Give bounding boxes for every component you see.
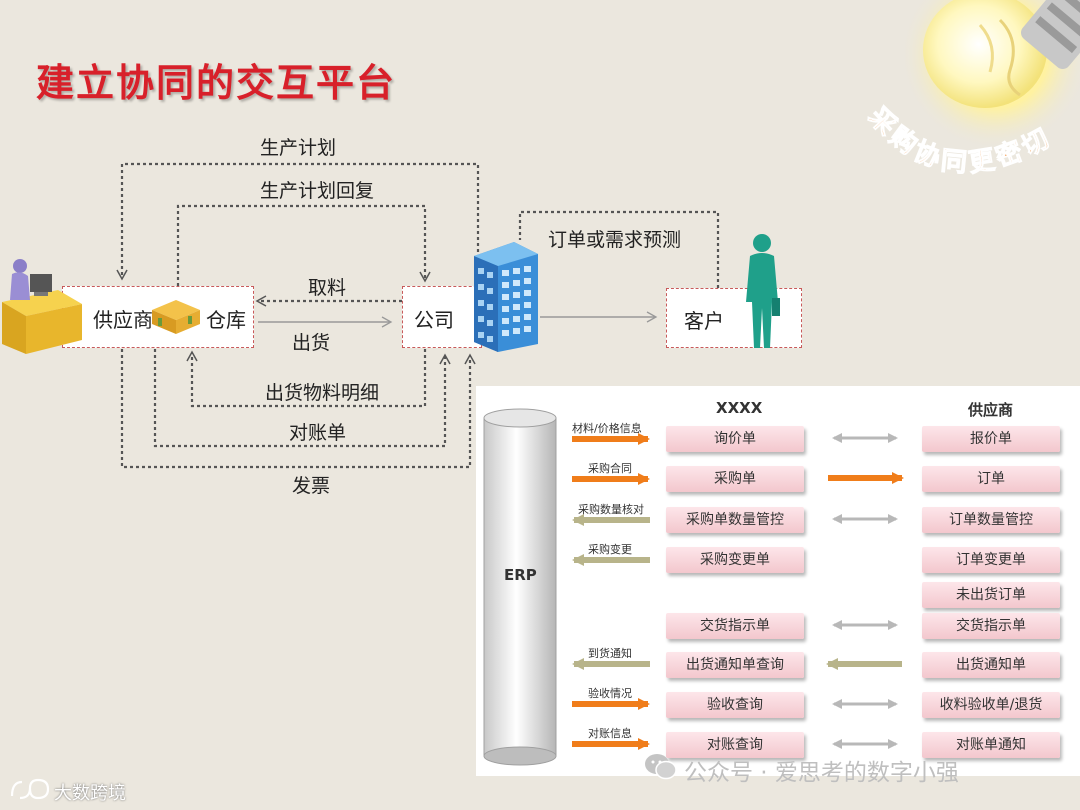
po-change-button[interactable]: 采购变更单	[666, 547, 804, 573]
inspection-query-button[interactable]: 验收查询	[666, 692, 804, 718]
supplier-desk-icon	[2, 259, 82, 354]
tag-inspection: 验收情况	[588, 687, 632, 700]
slogan-arc: 采购协同更密切	[862, 101, 1054, 179]
tag-purchase-contract: 采购合同	[588, 462, 632, 475]
receipt-return-button[interactable]: 收料验收单/退货	[922, 692, 1060, 718]
wechat-watermark: 公众号 · 爱思考的数字小强	[684, 760, 959, 786]
tag-purchase-change: 采购变更	[588, 543, 632, 556]
label-prod-plan: 生产计划	[260, 137, 337, 159]
supplier-label: 供应商	[93, 308, 153, 332]
building-icon	[474, 242, 538, 352]
erp-cylinder	[483, 408, 557, 766]
label-ship-detail: 出货物料明细	[265, 382, 380, 404]
supplier-delivery-instruction-button[interactable]: 交货指示单	[922, 613, 1060, 639]
statement-query-button[interactable]: 对账查询	[666, 732, 804, 758]
col-left-header: XXXX	[716, 399, 763, 417]
tag-statement-info: 对账信息	[588, 727, 632, 740]
label-prod-plan-reply: 生产计划回复	[260, 180, 375, 202]
order-button[interactable]: 订单	[922, 466, 1060, 492]
company-box: 公司	[402, 286, 482, 348]
po-qty-control-button[interactable]: 采购单数量管控	[666, 507, 804, 533]
tag-qty-check: 采购数量核对	[578, 503, 644, 516]
company-label: 公司	[414, 308, 454, 332]
warehouse-icon	[152, 300, 200, 334]
warehouse-label: 仓库	[206, 308, 246, 332]
shipment-notice-button[interactable]: 出货通知单	[922, 652, 1060, 678]
label-pickup: 取料	[308, 277, 347, 299]
unshipped-order-button[interactable]: 未出货订单	[922, 582, 1060, 608]
tag-arrival-notice: 到货通知	[588, 647, 632, 660]
panel-arrows	[572, 433, 904, 750]
customer-label: 客户	[684, 309, 724, 333]
shipment-notice-query-button[interactable]: 出货通知单查询	[666, 652, 804, 678]
page-title: 建立协同的交互平台	[36, 61, 397, 105]
col-right-header: 供应商	[968, 401, 1014, 419]
order-qty-control-button[interactable]: 订单数量管控	[922, 507, 1060, 533]
delivery-instruction-button[interactable]: 交货指示单	[666, 613, 804, 639]
customer-person-icon	[746, 234, 780, 348]
erp-label: ERP	[504, 566, 537, 584]
label-order-forecast: 订单或需求预测	[548, 229, 682, 251]
purchase-order-button[interactable]: 采购单	[666, 466, 804, 492]
inquiry-button[interactable]: 询价单	[666, 426, 804, 452]
label-invoice: 发票	[292, 475, 331, 497]
quotation-button[interactable]: 报价单	[922, 426, 1060, 452]
erp-collaboration-panel: ERP XXXX 供应商 材料/价格信息 采购合同 采购数量核对 采购变更	[476, 386, 1080, 776]
statement-notice-button[interactable]: 对账单通知	[922, 732, 1060, 758]
brand-logo-icon	[10, 778, 50, 800]
label-statement: 对账单	[289, 422, 347, 444]
label-ship: 出货	[292, 332, 331, 354]
brand-watermark: 大数跨境	[54, 783, 126, 804]
wechat-icon	[645, 754, 677, 780]
light-bulb-icon	[900, 0, 1080, 150]
order-change-button[interactable]: 订单变更单	[922, 547, 1060, 573]
tag-material-price: 材料/价格信息	[572, 422, 642, 435]
